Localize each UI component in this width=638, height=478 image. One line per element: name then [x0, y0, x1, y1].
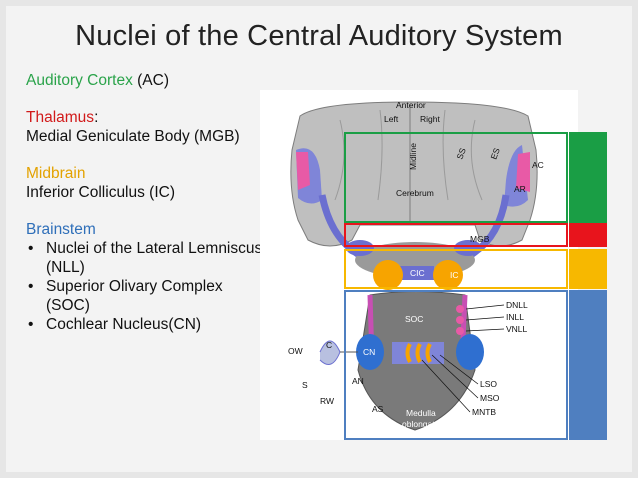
thalamus-bar — [569, 223, 607, 247]
right-mgb — [454, 240, 482, 256]
label-mso: MSO — [480, 393, 500, 403]
leader-dnll — [465, 304, 505, 310]
brainstem-item-soc: Superior Olivary Complex (SOC) — [26, 277, 266, 315]
label-ic: IC — [450, 270, 459, 280]
leader-mso — [431, 354, 479, 399]
leader-mntb — [421, 359, 471, 413]
brainstem-item-nll: Nuclei of the Lateral Lemniscus (NLL) — [26, 239, 266, 277]
inll — [456, 316, 464, 324]
label-rw: RW — [320, 396, 334, 406]
right-ic — [433, 260, 463, 290]
label-anterior: Anterior — [396, 100, 426, 110]
label-s: S — [302, 380, 308, 390]
thalamus-colon: : — [94, 109, 99, 126]
cortex-abbr: (AC) — [137, 72, 169, 89]
thalamus-item: Medial Geniculate Body (MGB) — [26, 128, 240, 145]
brainstem-item-cn: Cochlear Nucleus(CN) — [26, 315, 266, 334]
auditory-pathway-figure: Anterior Left Right Midline SS ES AC AR … — [260, 90, 578, 440]
label-oblongata: oblongata — [402, 419, 440, 429]
nuclei-list: Auditory Cortex (AC) Thalamus: Medial Ge… — [26, 71, 266, 334]
label-lso: LSO — [480, 379, 497, 389]
left-mgb — [346, 240, 374, 256]
left-ac-patch — [296, 152, 310, 190]
label-ow: OW — [288, 346, 303, 356]
label-c: C — [326, 340, 332, 350]
label-es: ES — [488, 146, 501, 160]
label-mgb: MGB — [470, 234, 490, 244]
label-medulla: Medulla — [406, 408, 436, 418]
vnll — [456, 327, 464, 335]
label-ac: AC — [532, 160, 544, 170]
left-ic — [373, 260, 403, 290]
label-mntb: MNTB — [472, 407, 496, 417]
cortex-name: Auditory Cortex — [26, 72, 133, 89]
label-cn: CN — [363, 347, 375, 357]
dnll — [456, 305, 464, 313]
thalamus-heading: Thalamus — [26, 109, 95, 126]
label-cic: CIC — [410, 268, 425, 278]
cic-shape — [398, 266, 434, 280]
right-cn — [456, 334, 484, 370]
left-cn — [356, 334, 384, 370]
label-ar: AR — [514, 184, 526, 194]
right-ac-patch — [516, 152, 530, 192]
leader-vnll — [465, 328, 505, 332]
label-ss: SS — [454, 146, 467, 160]
gyri-lines — [334, 109, 483, 201]
label-inll: INLL — [506, 312, 524, 322]
brainstem-bar — [569, 290, 607, 440]
midbrain-item: Inferior Colliculus (IC) — [26, 184, 176, 201]
label-dnll: DNLL — [506, 300, 528, 310]
leader-inll — [465, 316, 505, 321]
label-midline: Midline — [408, 143, 418, 170]
brainstem-list: Nuclei of the Lateral Lemniscus (NLL) Su… — [26, 239, 266, 334]
midbrain-heading: Midbrain — [26, 165, 86, 182]
leader-lso — [439, 354, 479, 385]
brainstem-heading: Brainstem — [26, 221, 96, 238]
label-right: Right — [420, 114, 440, 124]
brainstem-region-box — [344, 290, 568, 440]
thalamus-region-box — [344, 223, 568, 247]
cortex-bar — [569, 132, 607, 223]
label-soc: SOC — [405, 314, 423, 324]
midbrain-bar — [569, 249, 607, 289]
midbrain-region-box — [344, 249, 568, 289]
soc-nuclei — [405, 343, 432, 363]
label-as: AS — [372, 404, 384, 414]
label-an: AN — [352, 376, 364, 386]
thalamus-heading-line: Thalamus: — [26, 108, 266, 127]
cortex-region-box — [344, 132, 568, 223]
slide-title: Nuclei of the Central Auditory System — [75, 20, 563, 52]
cortex-line: Auditory Cortex (AC) — [26, 71, 266, 90]
cerebrum-shape — [290, 101, 538, 247]
label-left: Left — [384, 114, 399, 124]
slide: Nuclei of the Central Auditory System Au… — [6, 6, 632, 472]
label-vnll: VNLL — [506, 324, 528, 334]
label-cerebrum: Cerebrum — [396, 188, 434, 198]
